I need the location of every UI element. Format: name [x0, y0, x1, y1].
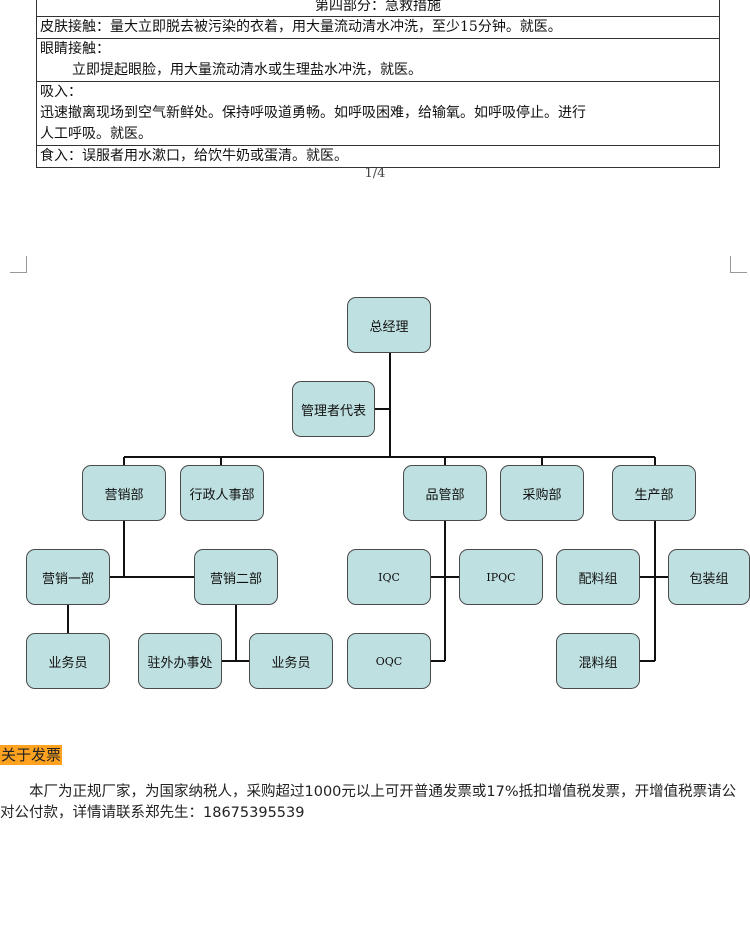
- ingestion-text: 食入：误服者用水漱口，给饮牛奶或蛋清。就医。: [40, 148, 348, 164]
- node-admin-hr-dept: 行政人事部: [180, 465, 264, 521]
- page-corner-mark-right: [730, 256, 747, 273]
- first-aid-heading: 第四部分：急救措施: [37, 0, 719, 17]
- node-marketing-dept: 营销部: [82, 465, 166, 521]
- inhalation-row: 吸入： 迅速撤离现场到空气新鲜处。保持呼吸道勇畅。如呼吸困难，给输氧。如呼吸停止…: [37, 82, 719, 146]
- node-batching-group: 配料组: [556, 549, 640, 605]
- node-salesperson-2: 业务员: [249, 633, 333, 689]
- node-purchasing-dept: 采购部: [500, 465, 584, 521]
- page-corner-mark-left: [10, 256, 27, 273]
- inhalation-text-line2: 人工呼吸。就医。: [40, 126, 152, 142]
- eye-contact-title: 眼睛接触：: [40, 41, 110, 57]
- first-aid-table: 第四部分：急救措施 皮肤接触：量大立即脱去被污染的衣着，用大量流动清水冲洗，至少…: [36, 0, 720, 168]
- node-salesperson-1: 业务员: [26, 633, 110, 689]
- node-general-manager: 总经理: [347, 297, 431, 353]
- node-field-office: 驻外办事处: [138, 633, 222, 689]
- page-number: 1/4: [364, 166, 386, 181]
- node-marketing-1: 营销一部: [26, 549, 110, 605]
- node-management-rep: 管理者代表: [292, 381, 375, 437]
- ingestion-row: 食入：误服者用水漱口，给饮牛奶或蛋清。就医。: [37, 146, 719, 167]
- node-iqc: IQC: [347, 549, 431, 605]
- inhalation-title: 吸入：: [40, 84, 82, 100]
- eye-contact-row: 眼睛接触： 立即提起眼脸，用大量流动清水或生理盐水冲洗，就医。: [37, 39, 719, 82]
- node-production-dept: 生产部: [612, 465, 696, 521]
- skin-contact-row: 皮肤接触：量大立即脱去被污染的衣着，用大量流动清水冲洗，至少15分钟。就医。: [37, 17, 719, 39]
- node-marketing-2: 营销二部: [194, 549, 278, 605]
- node-packaging-group: 包装组: [668, 549, 750, 605]
- node-mixing-group: 混料组: [556, 633, 640, 689]
- node-quality-dept: 品管部: [403, 465, 487, 521]
- invoice-section-body: 本厂为正规厂家，为国家纳税人，采购超过1000元以上可开普通发票或17%抵扣增值…: [0, 784, 737, 821]
- inhalation-text-line1: 迅速撤离现场到空气新鲜处。保持呼吸道勇畅。如呼吸困难，给输氧。如呼吸停止。进行: [40, 105, 586, 121]
- invoice-section-title: 关于发票: [0, 745, 63, 765]
- eye-contact-text: 立即提起眼脸，用大量流动清水或生理盐水冲洗，就医。: [72, 62, 422, 78]
- skin-contact-text: 皮肤接触：量大立即脱去被污染的衣着，用大量流动清水冲洗，至少15分钟。就医。: [40, 19, 562, 35]
- node-oqc: OQC: [347, 633, 431, 689]
- node-ipqc: IPQC: [459, 549, 543, 605]
